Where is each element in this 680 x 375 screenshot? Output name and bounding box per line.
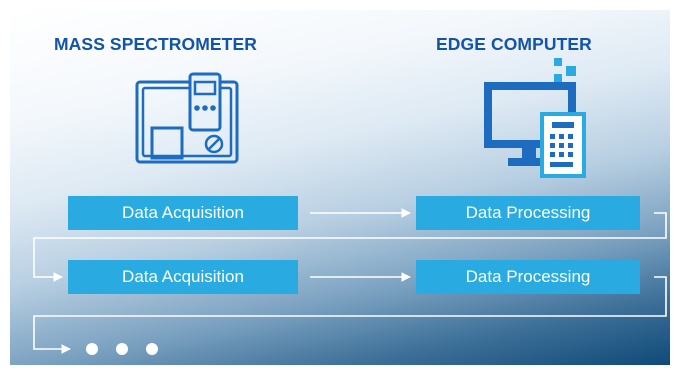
continuation-dot (86, 343, 98, 355)
data-acquisition-box: Data Acquisition (68, 196, 298, 230)
flow-arrows (33, 208, 667, 354)
continuation-dot (116, 343, 128, 355)
connector-row1-to-row2 (33, 212, 667, 282)
mass-spectrometer-heading: MASS SPECTROMETER (54, 34, 257, 54)
diagram-canvas: MASS SPECTROMETER EDGE COMPUTER (10, 10, 670, 365)
data-processing-box: Data Processing (416, 196, 640, 230)
edge-computer-icon (484, 58, 586, 178)
connector-row2-to-continuation (33, 276, 667, 354)
data-acquisition-box: Data Acquisition (68, 260, 298, 294)
data-processing-box: Data Processing (416, 260, 640, 294)
continuation-dot (146, 343, 158, 355)
edge-computer-heading: EDGE COMPUTER (436, 34, 592, 54)
mass-spectrometer-icon (135, 72, 239, 164)
